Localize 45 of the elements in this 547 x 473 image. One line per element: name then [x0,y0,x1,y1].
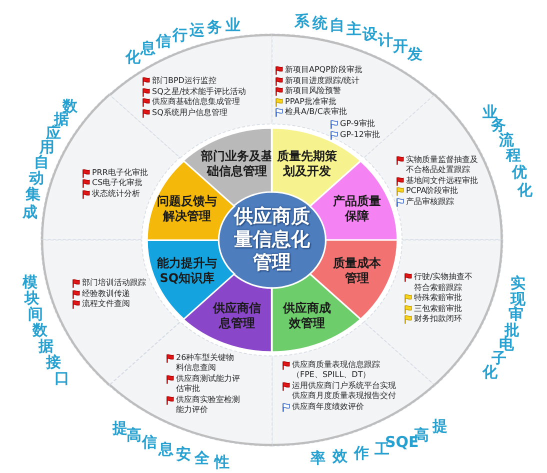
list-item: 经验教训传递 [82,288,130,299]
list-item: 产品审核跟踪 [406,196,454,208]
list-item: 供应商实验室检测能力评价 [176,394,240,416]
arc-label: 数据应用自动集成 [22,98,78,220]
list-item: 特殊索赔审批 [414,293,462,304]
list-item: PCPA阶段审批 [406,186,458,197]
list-item: GP-12审批 [340,130,380,140]
list-item: 部门BPD运行监控 [152,76,216,86]
list-item: PPAP批准审批 [285,96,336,107]
list-item: 行驶/实物抽查不符合索赔跟踪 [414,272,474,293]
sector-title: 质量先期策划及开发 [276,149,338,180]
list-item: 检具A/B/C表审批 [285,107,347,118]
list-item: CS电子化审批 [92,178,143,189]
arc-label: 系统自主设计开发 [294,12,422,62]
list-item: 新项目风险预警 [285,86,341,96]
sector-title: 能力提升与SQ知识库 [156,256,218,286]
sector-title: 供应商信息管理 [212,300,262,331]
list-item: 供应商测试能力评估审批 [176,374,240,395]
list-item: 部门培训活动跟踪 [82,278,146,288]
list-item: 流程文件查阅 [82,299,130,310]
list-item: 财务扣款闭环 [414,314,462,324]
list-item: 实物质量监督抽查及不合格品处置跟踪 [406,154,479,176]
sector-title: 供应商成效管理 [282,300,332,331]
list-item: 运用供应商门户系统平台实现供应商月度质量表现报告交付 [292,380,397,402]
center-title: 供应商质量信息化管理 [232,206,311,274]
list-item: 新项目APQP阶段审批 [285,65,362,76]
list-item: 供应商年度绩效评价 [292,402,364,412]
sector-title: 问题反馈与解决管理 [156,194,218,224]
list-item: 26种车型关键物料信息查阅 [176,352,236,374]
arc-label: 模块间数据接口 [22,274,70,386]
arc-label: 提高信息安全性 [112,420,230,470]
arc-label: 业务流程优化 [482,104,532,198]
arc-label: 实现审批电子化 [482,274,526,380]
sector-title: 产品质量保障 [332,194,382,224]
list-item: SQ系统用户信息管理 [152,108,228,118]
list-item: 供应商基础信息集成管理 [152,97,240,108]
list-item: 状态统计分析 [92,188,140,200]
list-item: 供应商质量表现信息跟踪（FPE、SPILL、DT） [292,360,381,381]
list-item: PRR电子化审批 [92,168,148,178]
list-item: 三包索赔审批 [414,304,462,314]
sector-title: 质量成本管理 [332,256,382,286]
list-item: 新项目进度跟踪/统计 [285,76,360,86]
list-item: SQ之星/技术能手评比活动 [152,86,246,97]
list-item: 基地间文件远程审批 [406,176,478,186]
list-item: GP-9审批 [340,119,375,130]
